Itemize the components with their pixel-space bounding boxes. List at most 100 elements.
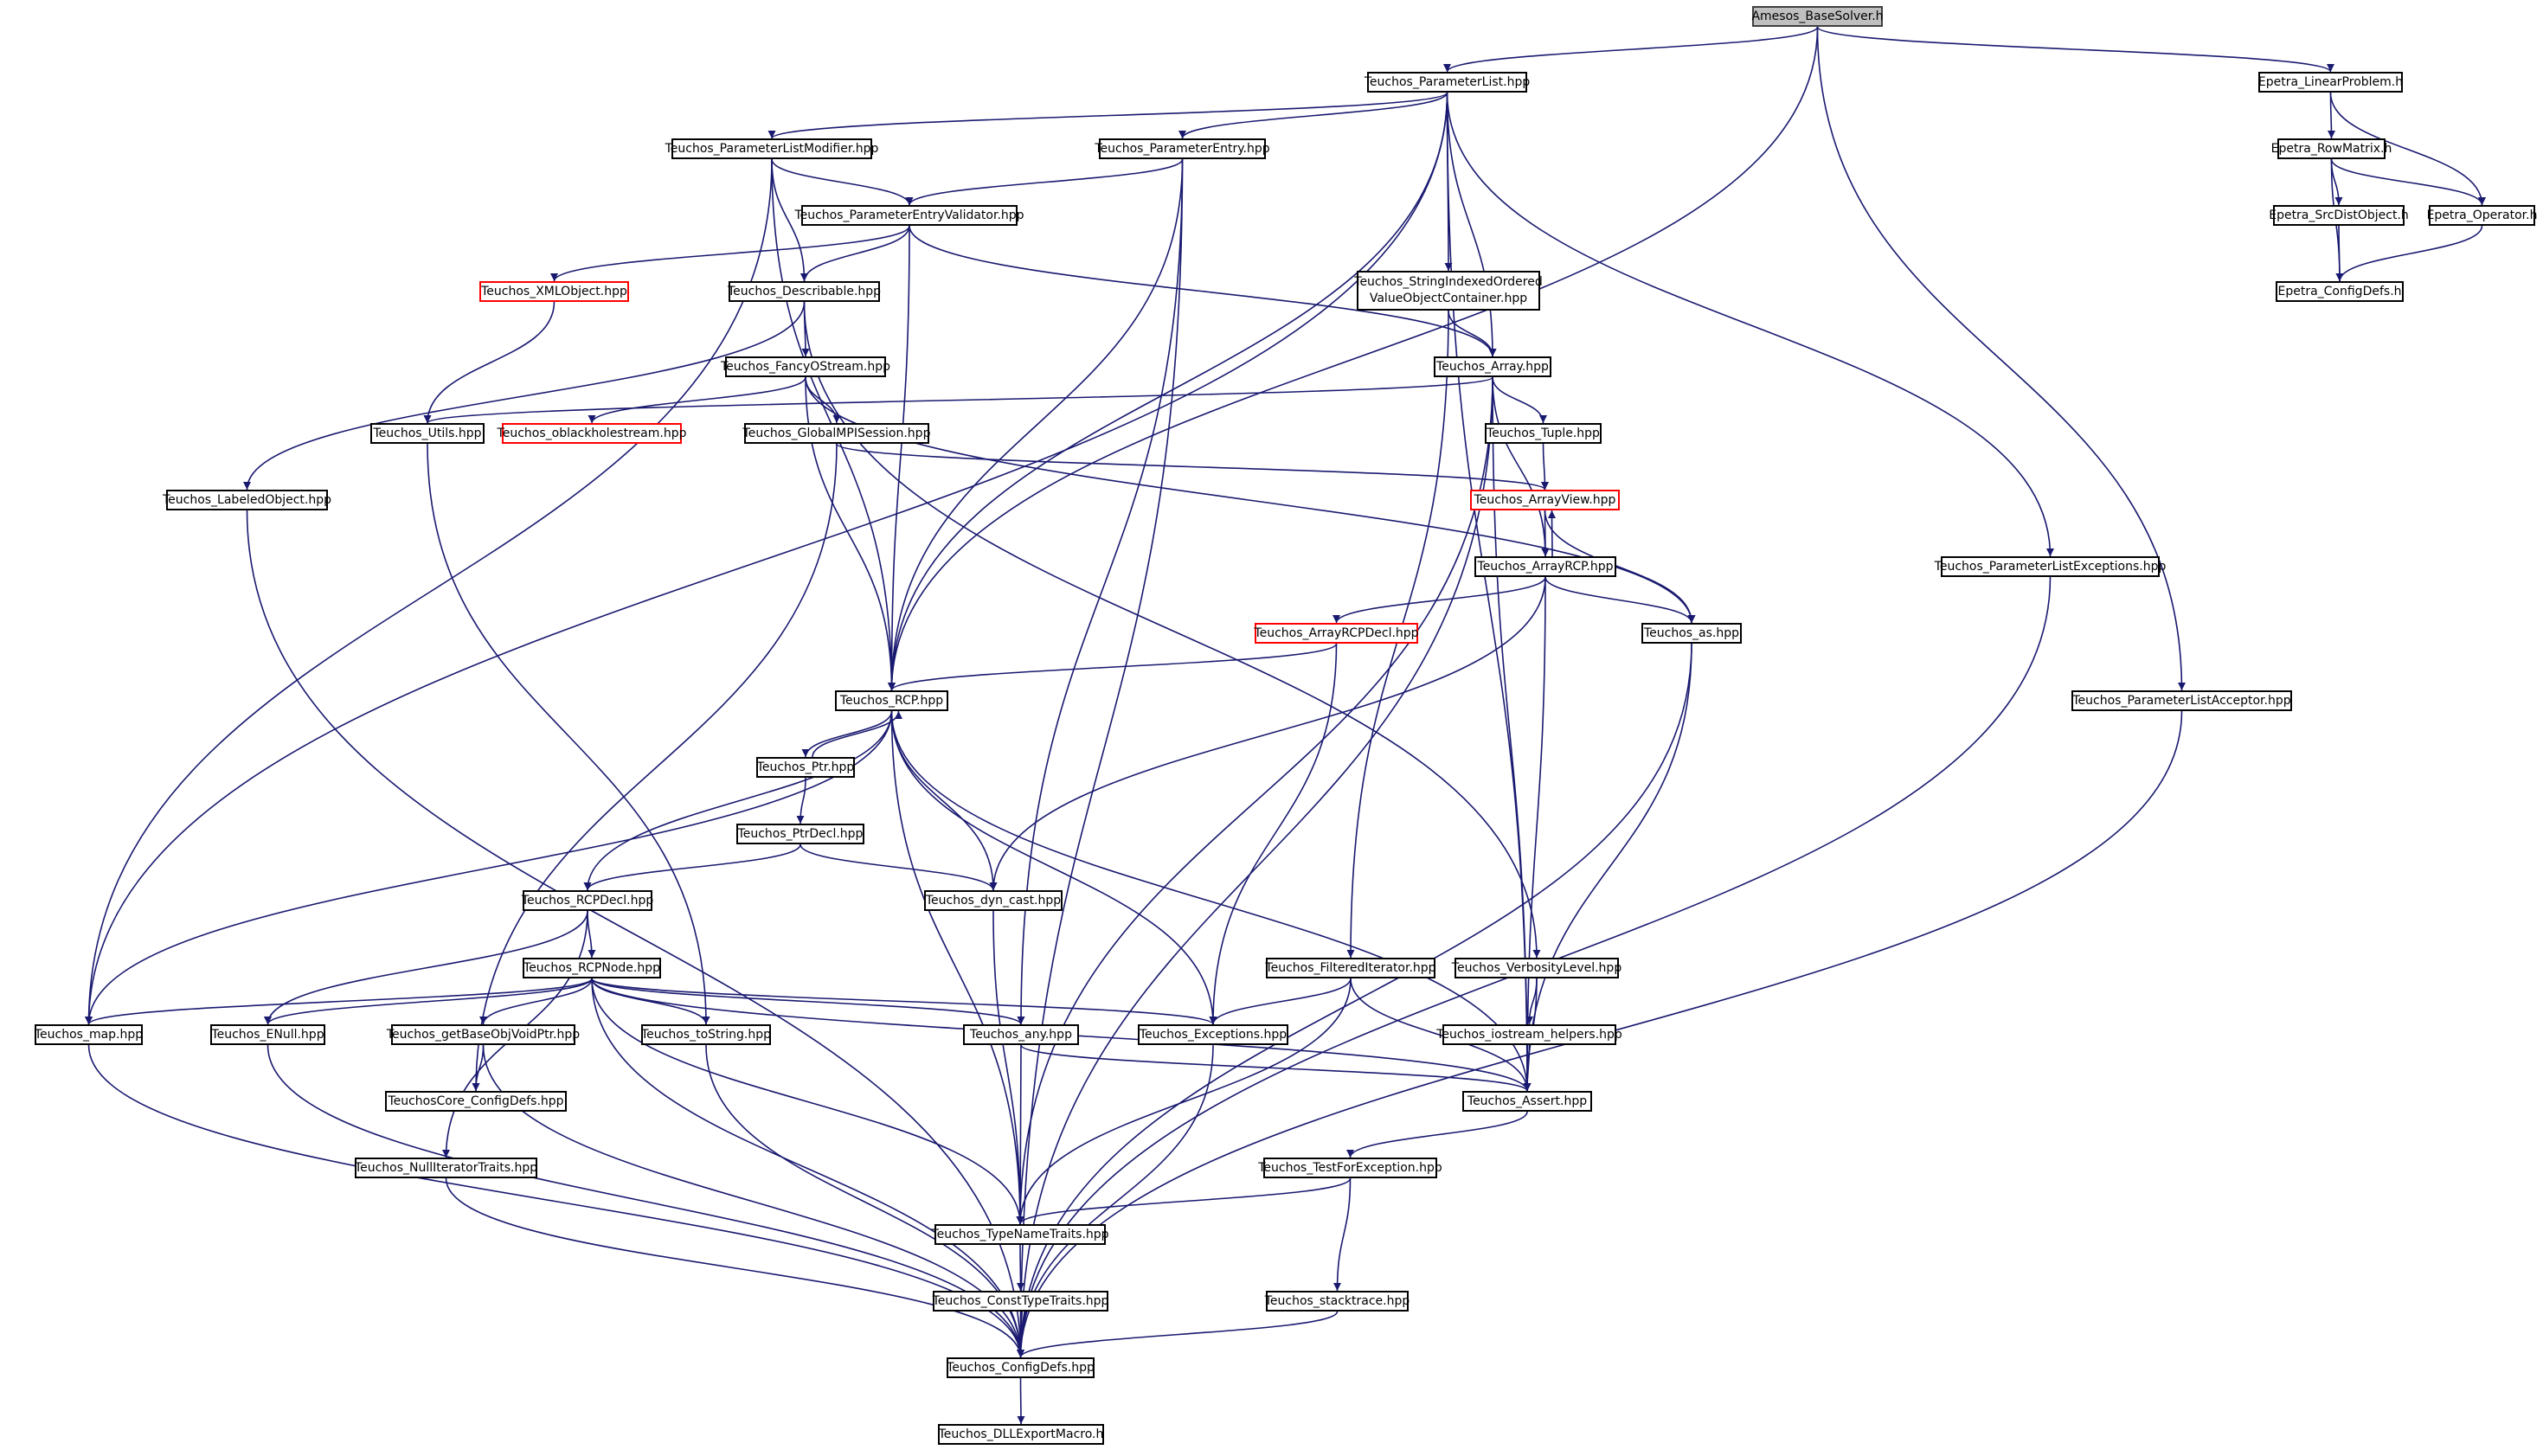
- node-label: Teuchos_any.hpp: [970, 1028, 1072, 1042]
- node-teuchos-arrayrcpdecl[interactable]: Teuchos_ArrayRCPDecl.hpp: [1254, 623, 1419, 644]
- edge-teuchos-utils-to-teuchos-tostring: [427, 443, 710, 1025]
- node-teuchos-describable[interactable]: Teuchos_Describable.hpp: [728, 281, 881, 302]
- node-label: Teuchos_StringIndexedOrdered: [1354, 275, 1543, 289]
- node-teuchos-tostring[interactable]: Teuchos_toString.hpp: [641, 1024, 771, 1045]
- edge-teuchos-arrayrcp-to-teuchos-arrayrcpdecl: [1333, 576, 1546, 624]
- node-teuchos-parameterlist[interactable]: Teuchos_ParameterList.hpp: [1365, 72, 1530, 93]
- node-teuchos-filterediterator[interactable]: Teuchos_FilteredIterator.hpp: [1265, 958, 1436, 978]
- node-teuchos-iostream-helpers[interactable]: Teuchos_iostream_helpers.hpp: [1436, 1024, 1622, 1045]
- node-teuchos-parameterlistexceptions[interactable]: Teuchos_ParameterListExceptions.hpp: [1935, 556, 2166, 577]
- node-teuchos-globalmpisession[interactable]: Teuchos_GlobalMPISession.hpp: [742, 423, 931, 444]
- edge-epetra-linearproblem-to-epetra-operator: [2329, 92, 2486, 206]
- node-epetra-srcdistobject[interactable]: Epetra_SrcDistObject.h: [2269, 205, 2409, 226]
- node-amesos-basesolver[interactable]: Amesos_BaseSolver.h: [1751, 6, 1884, 27]
- node-label: Teuchos_ParameterEntry.hpp: [1095, 142, 1270, 156]
- node-teuchos-testforexception[interactable]: Teuchos_TestForException.hpp: [1258, 1158, 1442, 1178]
- edge-teuchos-rcpnode-to-teuchos-getbaseobjvoidptr: [479, 978, 593, 1025]
- node-teuchos-exceptions[interactable]: Teuchos_Exceptions.hpp: [1138, 1024, 1288, 1045]
- node-teuchos-verbositylevel[interactable]: Teuchos_VerbosityLevel.hpp: [1452, 958, 1621, 978]
- edge-teuchos-array-to-teuchos-tuple: [1492, 376, 1547, 424]
- node-label: Teuchos_FilteredIterator.hpp: [1265, 961, 1436, 975]
- edge-teuchos-parameterlistmodifier-to-teuchos-describable: [771, 158, 808, 282]
- node-teuchos-tuple[interactable]: Teuchos_Tuple.hpp: [1485, 423, 1602, 444]
- node-teuchoscore-configdefs[interactable]: TeuchosCore_ConfigDefs.hpp: [385, 1091, 567, 1112]
- node-epetra-linearproblem[interactable]: Epetra_LinearProblem.h: [2258, 72, 2403, 93]
- node-label: ValueObjectContainer.hpp: [1369, 292, 1528, 305]
- node-teuchos-map[interactable]: Teuchos_map.hpp: [35, 1024, 143, 1045]
- node-teuchos-labeledobject[interactable]: Teuchos_LabeledObject.hpp: [163, 490, 331, 510]
- node-label: Teuchos_TypeNameTraits.hpp: [931, 1228, 1109, 1241]
- edge-teuchos-rcp-to-teuchos-dyn-cast: [890, 710, 998, 891]
- edge-teuchos-array-to-teuchos-configdefs: [1017, 376, 1493, 1358]
- edge-amesos-basesolver-to-teuchos-parameterlistacceptor: [1816, 26, 2186, 691]
- node-label: TeuchosCore_ConfigDefs.hpp: [388, 1094, 564, 1108]
- node-teuchos-any[interactable]: Teuchos_any.hpp: [963, 1024, 1079, 1045]
- edge-teuchos-parameterlist-to-teuchos-parameterlistexceptions: [1446, 92, 2054, 557]
- node-teuchos-oblackholestream[interactable]: Teuchos_oblackholestream.hpp: [498, 423, 686, 444]
- node-teuchos-parameterentryvalidator[interactable]: Teuchos_ParameterEntryValidator.hpp: [794, 205, 1024, 226]
- edge-teuchos-as-to-teuchos-configdefs: [1017, 643, 1692, 1358]
- node-label: Teuchos_oblackholestream.hpp: [497, 427, 687, 440]
- edge-teuchos-xmlobject-to-teuchos-utils: [423, 301, 555, 424]
- node-teuchos-xmlobject[interactable]: Teuchos_XMLObject.hpp: [479, 281, 629, 302]
- edge-teuchos-parameterentryvalidator-to-teuchos-rcp: [888, 225, 910, 691]
- node-teuchos-array[interactable]: Teuchos_Array.hpp: [1434, 356, 1551, 377]
- node-teuchos-arrayview[interactable]: Teuchos_ArrayView.hpp: [1470, 490, 1620, 510]
- node-label: Teuchos_Exceptions.hpp: [1139, 1028, 1288, 1042]
- node-teuchos-configdefs[interactable]: Teuchos_ConfigDefs.hpp: [947, 1357, 1095, 1378]
- node-teuchos-parameterlistacceptor[interactable]: Teuchos_ParameterListAcceptor.hpp: [2071, 690, 2292, 711]
- node-label: Teuchos_XMLObject.hpp: [481, 285, 627, 298]
- node-label: Teuchos_GlobalMPISession.hpp: [742, 427, 931, 440]
- node-label: Teuchos_Array.hpp: [1436, 360, 1549, 374]
- node-label: Teuchos_TestForException.hpp: [1258, 1161, 1442, 1175]
- edge-teuchos-any-to-teuchos-assert: [1020, 1044, 1532, 1092]
- node-epetra-configdefs[interactable]: Epetra_ConfigDefs.h: [2276, 281, 2404, 302]
- node-teuchos-parameterlistmodifier[interactable]: Teuchos_ParameterListModifier.hpp: [665, 138, 878, 159]
- edge-teuchos-describable-to-teuchos-labeledobject: [243, 301, 806, 491]
- node-label: Teuchos_FancyOStream.hpp: [720, 360, 891, 374]
- node-teuchos-rcpdecl[interactable]: Teuchos_RCPDecl.hpp: [522, 890, 653, 911]
- node-teuchos-ptr[interactable]: Teuchos_Ptr.hpp: [756, 757, 855, 778]
- edge-teuchos-rcpdecl-to-teuchos-rcpnode: [587, 910, 596, 959]
- node-label: Epetra_LinearProblem.h: [2257, 75, 2404, 89]
- node-label: Teuchos_ConfigDefs.hpp: [947, 1361, 1095, 1375]
- node-teuchos-rcp[interactable]: Teuchos_RCP.hpp: [835, 690, 948, 711]
- node-label: Teuchos_NullIteratorTraits.hpp: [354, 1161, 538, 1175]
- edge-teuchos-parameterentryvalidator-to-teuchos-array: [909, 225, 1497, 357]
- edge-teuchos-parameterentryvalidator-to-teuchos-xmlobject: [550, 225, 910, 282]
- node-teuchos-rcpnode[interactable]: Teuchos_RCPNode.hpp: [523, 958, 661, 978]
- edge-teuchos-parameterlist-to-teuchos-rcp: [888, 92, 1448, 691]
- node-teuchos-getbaseobjvoidptr[interactable]: Teuchos_getBaseObjVoidPtr.hpp: [387, 1024, 580, 1045]
- node-epetra-rowmatrix[interactable]: Epetra_RowMatrix.h: [2271, 138, 2392, 159]
- node-label: Epetra_RowMatrix.h: [2270, 142, 2392, 156]
- edge-teuchos-rcpnode-to-teuchos-any: [591, 978, 1025, 1025]
- edge-teuchos-testforexception-to-teuchos-typenametraits: [1016, 1177, 1352, 1225]
- node-teuchos-stacktrace[interactable]: Teuchos_stacktrace.hpp: [1265, 1291, 1410, 1312]
- edge-teuchos-arrayrcpdecl-to-teuchos-exceptions: [1209, 643, 1338, 1025]
- node-teuchos-consttypetraits[interactable]: Teuchos_ConstTypeTraits.hpp: [933, 1291, 1108, 1312]
- node-teuchos-fancyostream[interactable]: Teuchos_FancyOStream.hpp: [721, 356, 890, 377]
- node-teuchos-ptrdecl[interactable]: Teuchos_PtrDecl.hpp: [736, 824, 864, 844]
- edge-teuchos-ptr-to-teuchos-rcp: [812, 710, 902, 758]
- node-teuchos-assert[interactable]: Teuchos_Assert.hpp: [1462, 1091, 1592, 1112]
- node-label: Epetra_Operator.h: [2426, 208, 2538, 222]
- node-teuchos-parameterentry[interactable]: Teuchos_ParameterEntry.hpp: [1095, 138, 1270, 159]
- node-epetra-operator[interactable]: Epetra_Operator.h: [2426, 205, 2538, 226]
- edge-teuchos-parameterentryvalidator-to-teuchos-describable: [800, 225, 910, 282]
- node-label: Teuchos_Ptr.hpp: [756, 760, 855, 774]
- edge-teuchos-parameterlistmodifier-to-teuchos-parameterentryvalidator: [771, 158, 914, 206]
- node-teuchos-arrayrcp[interactable]: Teuchos_ArrayRCP.hpp: [1474, 556, 1616, 577]
- node-teuchos-as[interactable]: Teuchos_as.hpp: [1641, 623, 1742, 644]
- node-label: Teuchos_DLLExportMacro.h: [938, 1427, 1104, 1441]
- node-teuchos-utils[interactable]: Teuchos_Utils.hpp: [370, 423, 485, 444]
- node-teuchos-typenametraits[interactable]: Teuchos_TypeNameTraits.hpp: [931, 1224, 1109, 1245]
- node-teuchos-dyn-cast[interactable]: Teuchos_dyn_cast.hpp: [924, 890, 1063, 911]
- node-teuchos-dllexportmacro[interactable]: Teuchos_DLLExportMacro.h: [938, 1424, 1104, 1445]
- edge-teuchos-iostream-helpers-to-teuchos-assert: [1523, 1044, 1532, 1092]
- node-teuchos-nulliteratortraits[interactable]: Teuchos_NullIteratorTraits.hpp: [355, 1158, 537, 1178]
- edge-teuchos-rcp-to-teuchos-exceptions: [890, 710, 1217, 1025]
- edge-teuchos-ptrdecl-to-teuchos-rcpdecl: [583, 843, 801, 891]
- node-label: Teuchos_dyn_cast.hpp: [925, 894, 1062, 908]
- node-teuchos-enull[interactable]: Teuchos_ENull.hpp: [210, 1024, 325, 1045]
